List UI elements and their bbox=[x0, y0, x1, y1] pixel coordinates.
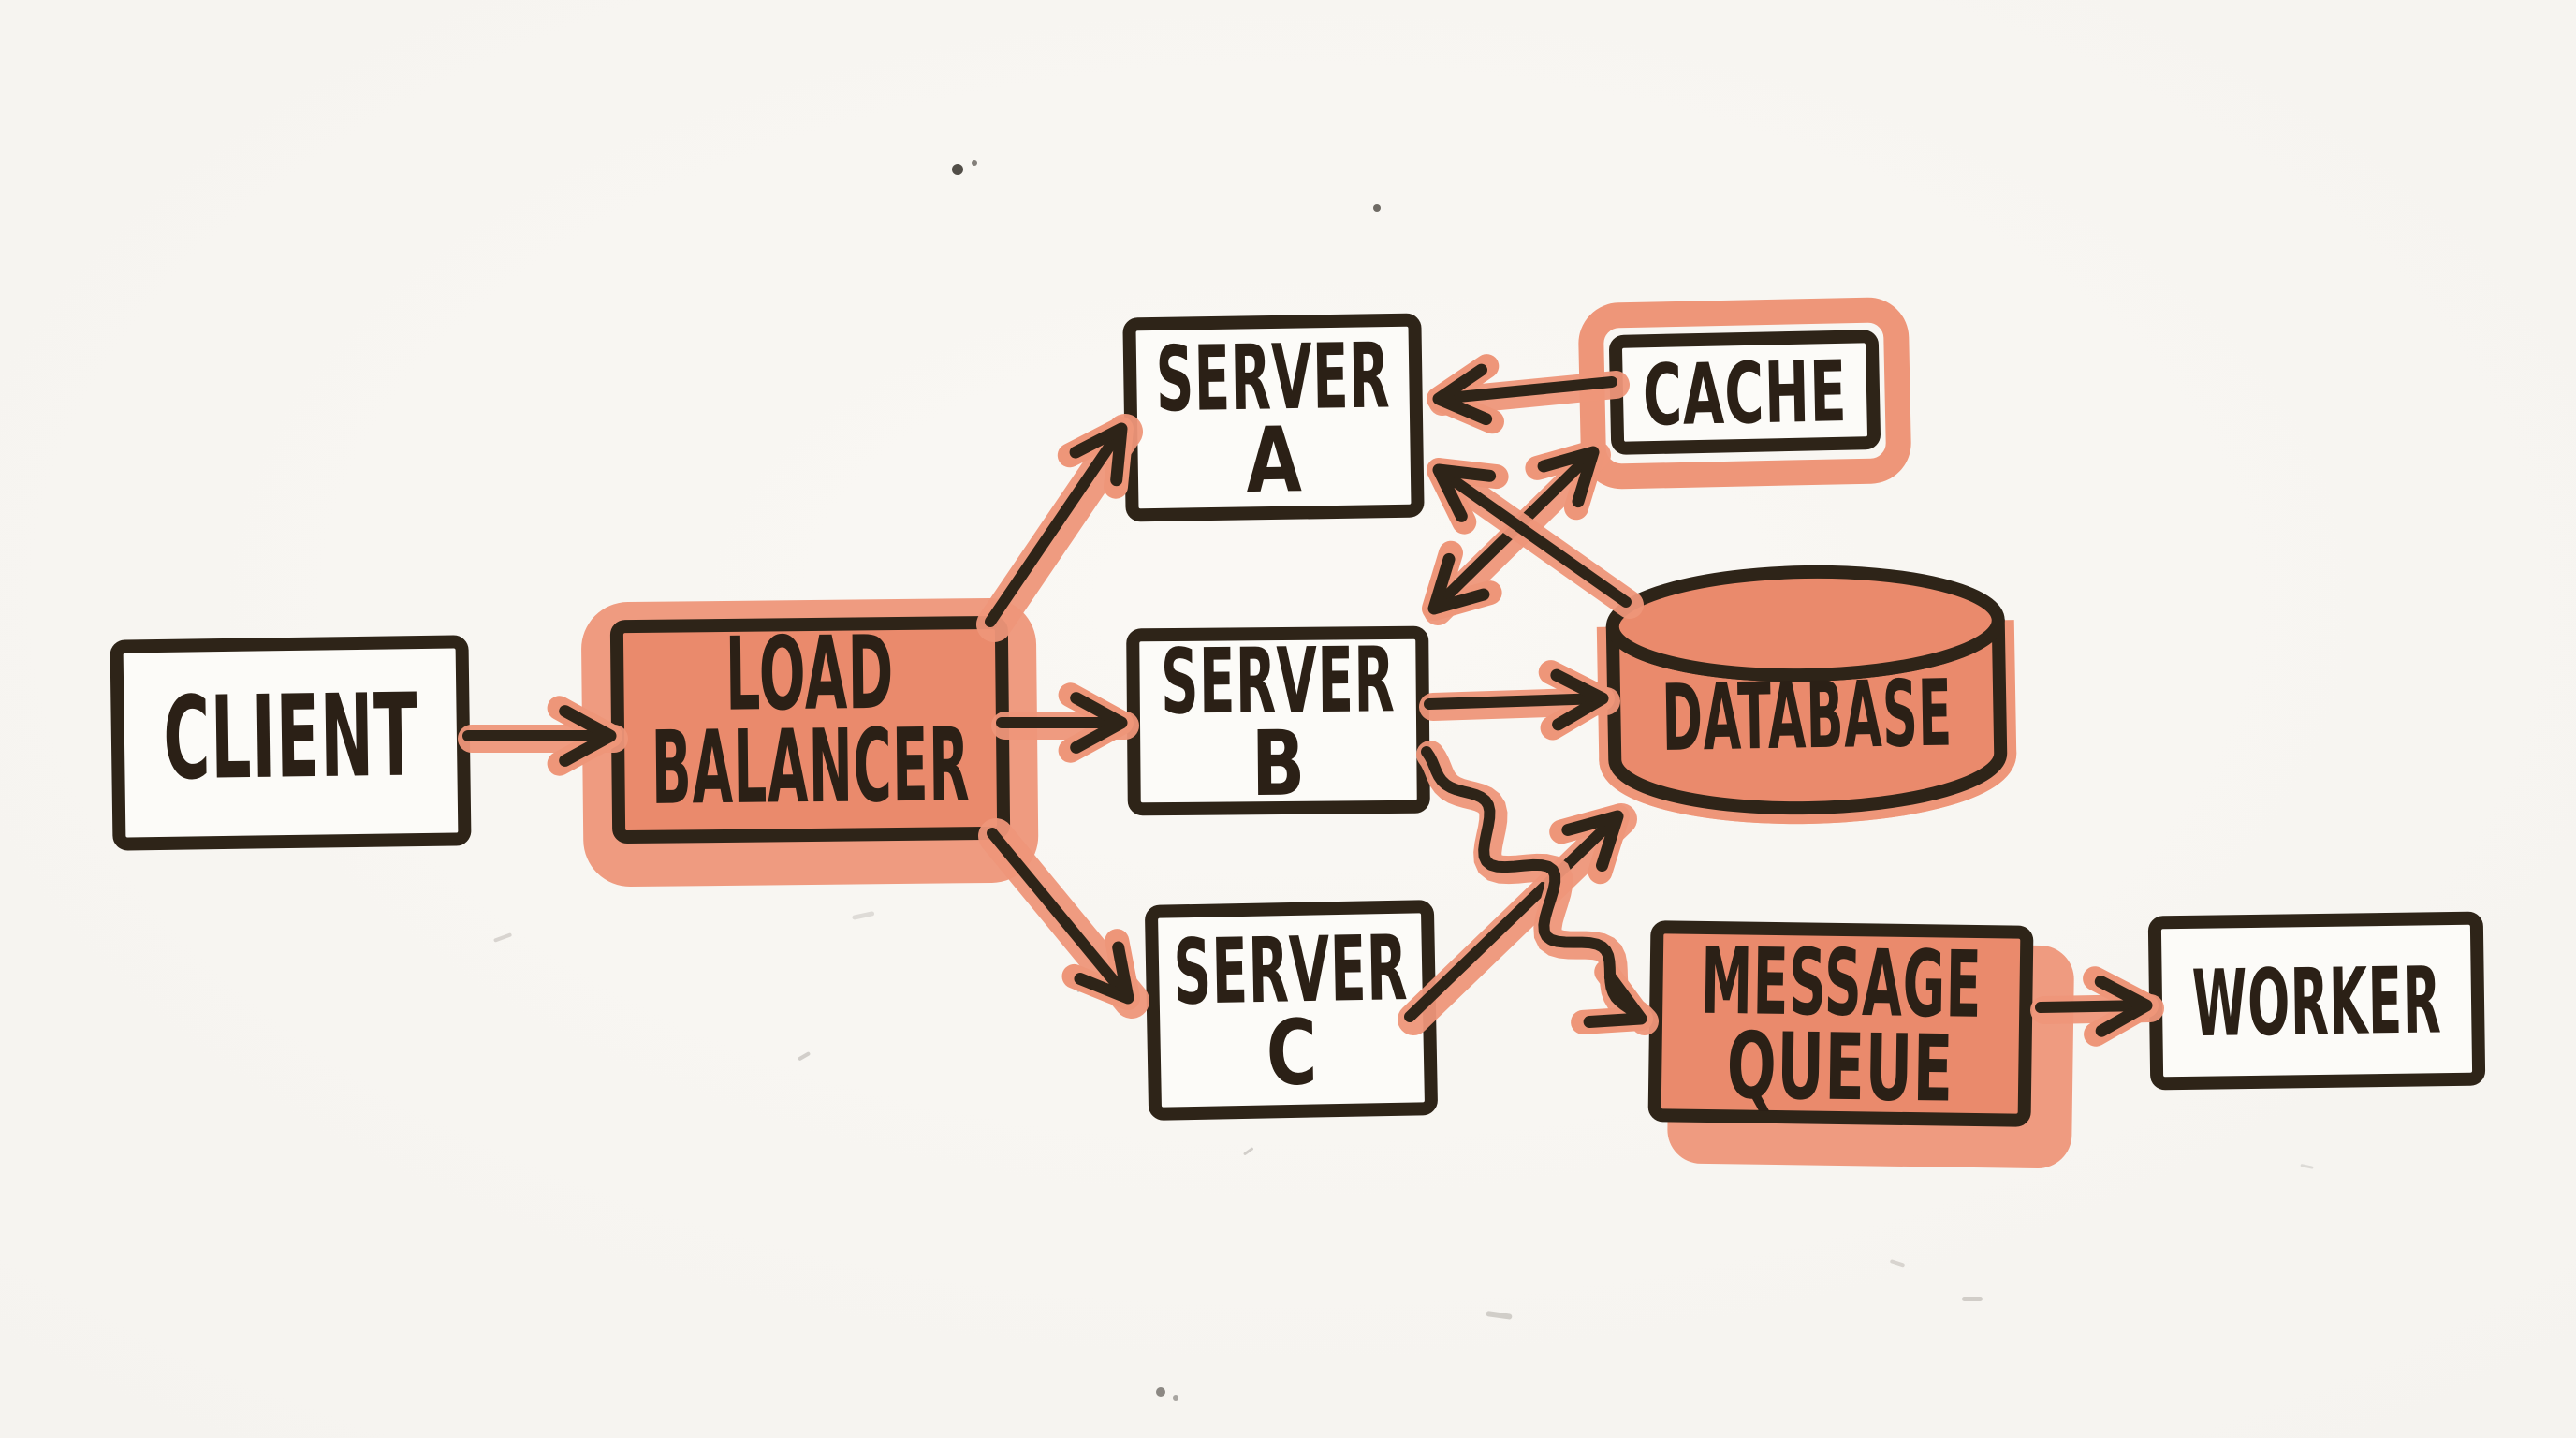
node-cache: CACHE bbox=[1578, 297, 1911, 490]
node-label-load-balancer: BALANCER bbox=[651, 707, 970, 828]
ink-speck bbox=[972, 160, 977, 166]
arrowhead bbox=[1432, 463, 1497, 522]
node-label-message-queue: QUEUE bbox=[1726, 1013, 1954, 1123]
edge-line bbox=[1433, 376, 1617, 404]
node-database: DATABASE bbox=[1596, 565, 2017, 825]
node-label-server-c: SERVER bbox=[1173, 916, 1409, 1025]
edge-line bbox=[1404, 811, 1623, 1022]
edge-line bbox=[985, 423, 1127, 627]
ink-speck bbox=[1373, 204, 1381, 212]
edge-server-b-to-database bbox=[1419, 660, 1620, 741]
smudge-streak bbox=[798, 1051, 811, 1061]
edge-load-balancer-to-server-a bbox=[976, 414, 1143, 642]
ink-speck bbox=[1173, 1395, 1178, 1401]
node-label-server-b: SERVER bbox=[1161, 627, 1396, 734]
edge-line bbox=[987, 828, 1134, 1004]
smudge-streak bbox=[493, 932, 512, 943]
edge-line bbox=[1433, 464, 1632, 608]
arrowhead bbox=[559, 705, 617, 767]
node-client: CLIENT bbox=[110, 635, 472, 851]
arrowhead bbox=[2094, 976, 2153, 1037]
arrowhead bbox=[1069, 422, 1128, 487]
ink-speck bbox=[1156, 1387, 1165, 1397]
node-worker: WORKER bbox=[2147, 911, 2486, 1091]
arrowhead bbox=[1070, 692, 1128, 754]
arrowhead bbox=[1561, 810, 1624, 872]
node-label-server-c: C bbox=[1266, 1000, 1319, 1106]
node-label-server-a: SERVER bbox=[1155, 323, 1391, 432]
node-label-server-a: A bbox=[1245, 407, 1303, 513]
node-label-message-queue: MESSAGE bbox=[1700, 929, 1983, 1039]
smudge-streak bbox=[852, 911, 875, 920]
smudge-streak bbox=[1243, 1147, 1253, 1155]
smudge-streak bbox=[1962, 1297, 1983, 1301]
node-label-worker: WORKER bbox=[2191, 947, 2442, 1058]
smudge-streak bbox=[2300, 1164, 2314, 1169]
node-label-load-balancer: LOAD bbox=[724, 615, 894, 734]
edge-server-c-to-database bbox=[1398, 803, 1637, 1035]
node-label-server-b: B bbox=[1251, 711, 1306, 816]
edge-database-to-server-a bbox=[1427, 458, 1644, 619]
arrowhead bbox=[1074, 941, 1134, 1005]
edge-cache-to-server-a bbox=[1427, 354, 1630, 434]
edge-load-balancer-to-server-b bbox=[991, 682, 1139, 763]
node-label-cache: CACHE bbox=[1642, 343, 1848, 446]
node-label-client: CLIENT bbox=[162, 669, 418, 806]
smudge-streak bbox=[1486, 1311, 1513, 1320]
ink-speck bbox=[952, 164, 963, 175]
edge-message-queue-to-worker bbox=[2030, 966, 2164, 1047]
arrowhead bbox=[1550, 668, 1609, 731]
edge-line bbox=[1424, 693, 1608, 710]
edge-server-b-to-message-queue bbox=[1416, 741, 1659, 1035]
edge-line bbox=[2035, 1000, 2152, 1013]
arrowhead bbox=[1537, 446, 1600, 508]
edge-client-to-load-balancer bbox=[458, 696, 628, 776]
edge-line bbox=[1421, 746, 1647, 1024]
arrowhead bbox=[1432, 363, 1493, 426]
smudge-streak bbox=[1890, 1259, 1905, 1268]
edge-load-balancer-to-server-c bbox=[978, 818, 1149, 1019]
arrowhead bbox=[1583, 971, 1647, 1028]
node-label-database: DATABASE bbox=[1661, 661, 1954, 772]
cylinder-top bbox=[1605, 565, 2005, 682]
arrowhead bbox=[1427, 552, 1490, 615]
